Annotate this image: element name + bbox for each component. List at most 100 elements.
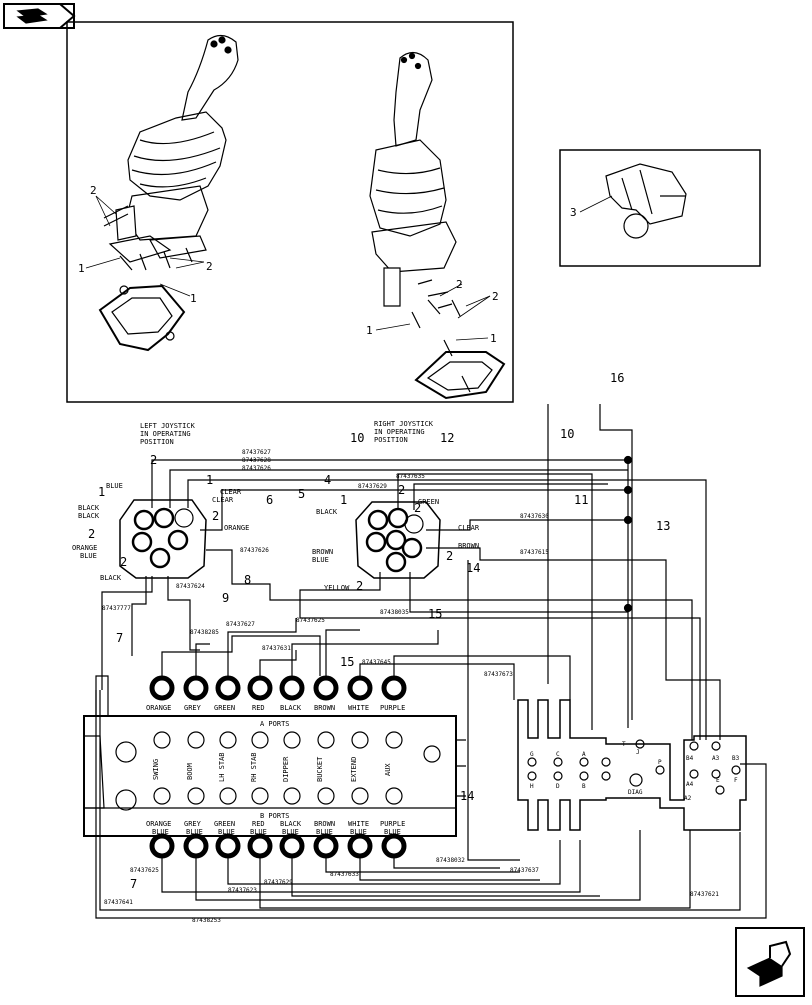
- part-number: 87438253: [192, 917, 221, 924]
- b-port-color: ORANGE: [146, 820, 171, 828]
- callout-number: 2: [492, 290, 499, 303]
- callout-number: 2: [88, 527, 95, 541]
- control-valve-block: [83, 675, 466, 837]
- port-color-label: ORANGE: [72, 544, 97, 552]
- callout-number: 15: [340, 655, 354, 669]
- right-joystick-title: IN OPERATING: [374, 428, 425, 436]
- function-label: RH STAB: [250, 752, 258, 782]
- a-port-color: WHITE: [348, 704, 369, 712]
- callout-number: 2: [212, 509, 219, 523]
- a-port-color: BLACK: [280, 704, 302, 712]
- schematic-callout-numbers: 16 10 12 10 11 13 4 5 6 8 9 7 14 15 15 1…: [88, 371, 670, 891]
- callout-number: 8: [244, 573, 251, 587]
- callout-number: 14: [460, 789, 474, 803]
- part-number: 87437615: [520, 549, 549, 556]
- catalog-page-icon[interactable]: [3, 3, 76, 29]
- a-port-color: GREEN: [214, 704, 235, 712]
- part-number: 87437624: [176, 583, 205, 590]
- port-color-label: ORANGE: [224, 524, 249, 532]
- part-number: 87437628: [242, 457, 271, 464]
- callout-number: 4: [324, 473, 331, 487]
- b-port-color: BLUE: [350, 828, 367, 836]
- b-port-color: BLUE: [152, 828, 169, 836]
- a-port-color: ORANGE: [146, 704, 171, 712]
- manifold-port-label: B: [582, 783, 586, 790]
- a-port-color: PURPLE: [380, 704, 405, 712]
- b-port-color: RED: [252, 820, 265, 828]
- callout-number: 11: [574, 493, 588, 507]
- hose-part-numbers: 87437627 87437628 87437626 87437629 8743…: [102, 449, 719, 924]
- pilot-manifold: [517, 699, 747, 831]
- a-ports-title: A PORTS: [260, 720, 290, 728]
- callout-number: 10: [560, 427, 574, 441]
- callout-number: 3: [570, 206, 577, 219]
- callout-number: 1: [490, 332, 497, 345]
- left-joystick-title: IN OPERATING: [140, 430, 191, 438]
- callout-number: 13: [656, 519, 670, 533]
- part-number: 87437631: [262, 645, 291, 652]
- manifold-port-label: A: [582, 751, 586, 758]
- callout-number: 5: [298, 487, 305, 501]
- a-port-fittings: [149, 675, 407, 701]
- callout-number: 1: [366, 324, 373, 337]
- part-number: 87437625: [130, 867, 159, 874]
- manifold-port-label: E: [716, 777, 720, 784]
- port-color-label: CLEAR: [212, 496, 234, 504]
- left-joystick-wire-labels: BLUE BLACK BLACK CLEAR CLEAR ORANGE ORAN…: [72, 482, 249, 582]
- b-port-color: BLUE: [282, 828, 299, 836]
- manifold-port-label: C: [556, 751, 560, 758]
- callout-number: 1: [206, 473, 213, 487]
- function-label: BUCKET: [316, 756, 324, 782]
- port-color-label: YELLOW: [324, 584, 350, 592]
- function-label: DIPPER: [282, 756, 290, 782]
- part-number: 87437630: [520, 513, 549, 520]
- port-color-label: BLACK: [78, 504, 100, 512]
- part-number: 87437627: [226, 621, 255, 628]
- manifold-port-label: G: [530, 751, 534, 758]
- fitting-detail-inset: [559, 149, 761, 267]
- callout-number: 2: [414, 501, 421, 515]
- a-port-color: GREY: [184, 704, 202, 712]
- right-joystick-port-base: [355, 501, 441, 579]
- callout-number: 16: [610, 371, 624, 385]
- function-label: SWING: [152, 759, 160, 780]
- function-label: LH STAB: [218, 752, 226, 782]
- b-port-color: BROWN: [314, 820, 335, 828]
- b-ports-title: B PORTS: [260, 812, 290, 820]
- part-number: 87437626: [240, 547, 269, 554]
- port-color-label: BLUE: [312, 556, 329, 564]
- manifold-port-label: A4: [686, 781, 694, 788]
- part-number: 87437629: [264, 879, 293, 886]
- callout-number: 7: [130, 877, 137, 891]
- function-label: BOOM: [186, 763, 194, 780]
- part-number: 87437635: [396, 473, 425, 480]
- manifold-port-label: F: [734, 777, 738, 784]
- port-color-label: BLUE: [80, 552, 97, 560]
- part-number: 87437626: [242, 465, 271, 472]
- part-number: 87438285: [190, 629, 219, 636]
- next-page-arrow-icon[interactable]: [735, 927, 805, 997]
- callout-number: 2: [90, 184, 97, 197]
- b-port-color: BLUE: [250, 828, 267, 836]
- port-color-label: BLUE: [106, 482, 123, 490]
- left-joystick-title: LEFT JOYSTICK: [140, 422, 196, 430]
- b-port-color: GREY: [184, 820, 202, 828]
- manifold-port-label: J: [636, 749, 640, 756]
- b-port-color: BLUE: [218, 828, 235, 836]
- b-port-color: BLUE: [186, 828, 203, 836]
- callout-number: 1: [78, 262, 85, 275]
- manifold-port-label: DIAG: [628, 789, 643, 796]
- manifold-port-label: P: [658, 759, 662, 766]
- callout-number: 2: [206, 260, 213, 273]
- part-number: 87437627: [242, 449, 271, 456]
- hose-routing: [95, 404, 767, 919]
- callout-number: 12: [440, 431, 454, 445]
- part-number: 87437629: [358, 483, 387, 490]
- port-color-label: BLACK: [78, 512, 100, 520]
- part-number: 87437637: [510, 867, 539, 874]
- part-number: 87437625: [296, 617, 325, 624]
- a-port-color: RED: [252, 704, 265, 712]
- right-joystick-title: RIGHT JOYSTICK: [374, 420, 434, 428]
- callout-number: 2: [398, 483, 405, 497]
